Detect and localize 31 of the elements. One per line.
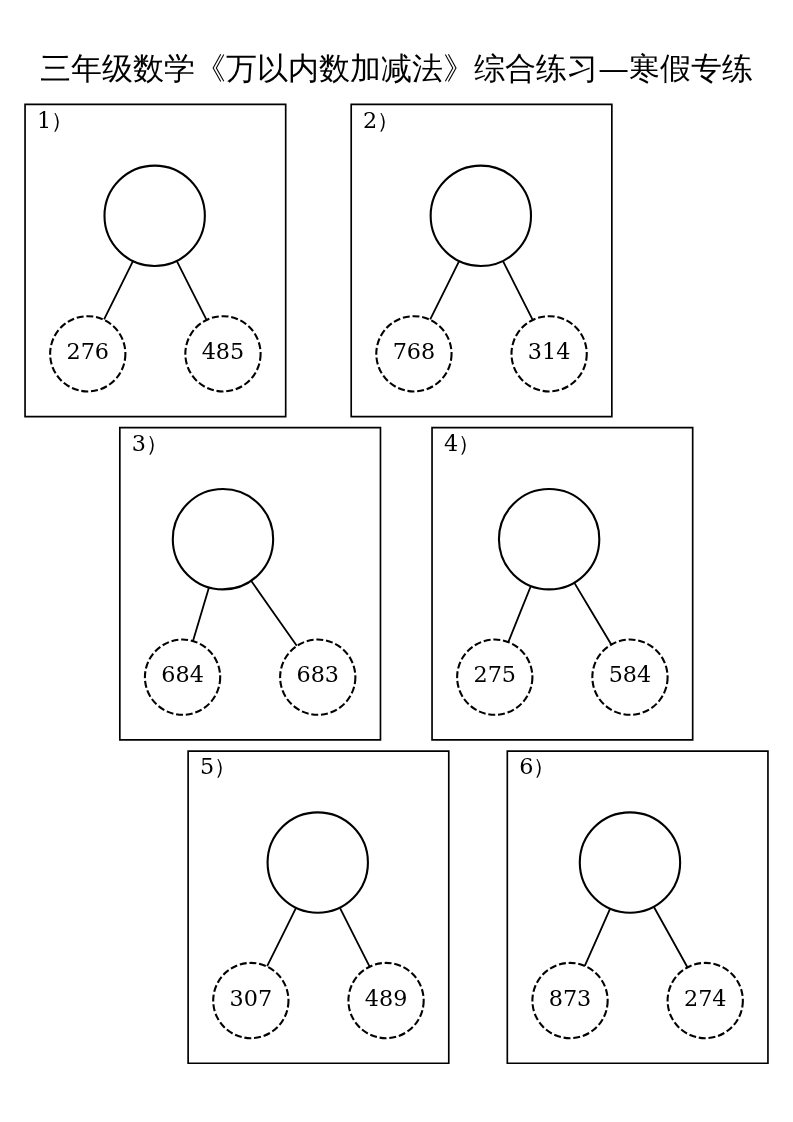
connector (429, 259, 460, 320)
node-circle: 276 (49, 314, 127, 392)
connector (192, 586, 210, 642)
node-circle (429, 164, 533, 267)
node-circle: 275 (456, 638, 534, 716)
node-circle (171, 487, 275, 590)
diagram-title: 三年级数学《万以内数加减法》综合练习—寒假专练 (40, 50, 753, 86)
connector (507, 584, 532, 643)
node-circle: 485 (184, 314, 262, 392)
node-circle: 489 (347, 961, 425, 1039)
node-circle (578, 810, 682, 914)
connector (103, 259, 134, 320)
node-circle (266, 810, 369, 914)
node-circle: 684 (143, 638, 222, 716)
connector (583, 907, 611, 967)
connector (502, 259, 534, 321)
node-circle: 584 (591, 638, 669, 716)
node-circle (497, 487, 601, 590)
node-circle: 274 (666, 961, 744, 1039)
connector (339, 906, 371, 967)
connector (250, 579, 298, 647)
connector (175, 259, 208, 321)
connector (652, 905, 689, 968)
node-circle: 873 (531, 961, 609, 1039)
node-circle: 683 (279, 638, 357, 716)
node-circle: 768 (375, 314, 453, 392)
connector (266, 906, 297, 967)
node-circle (103, 164, 206, 267)
node-circle: 314 (510, 314, 588, 392)
connector (573, 581, 613, 645)
node-circle: 307 (212, 961, 290, 1039)
